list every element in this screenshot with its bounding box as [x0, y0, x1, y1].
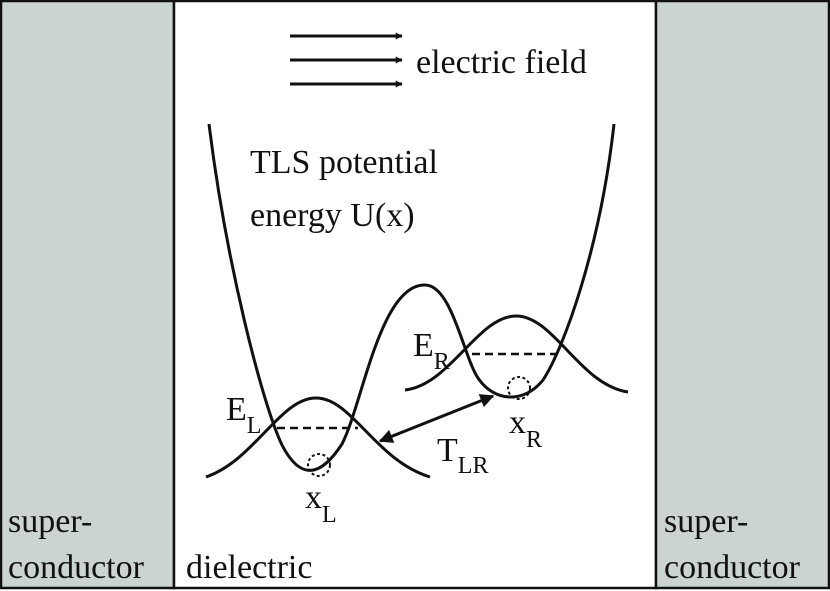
tunneling-label: TLR — [437, 432, 488, 479]
right-position-label: xR — [509, 404, 542, 453]
left-position-label: xL — [305, 479, 337, 528]
potential-title-line2: energy U(x) — [250, 197, 415, 234]
double-well-potential-curve — [207, 123, 616, 472]
left-wavefunction-curve — [205, 396, 431, 479]
right-superconductor-label-line2: conductor — [664, 549, 801, 586]
right-energy-label: ER — [413, 327, 450, 375]
tunneling-arrow — [378, 394, 495, 443]
right-wavefunction-curve — [404, 314, 629, 394]
potential-title-line1: TLS potential — [250, 144, 438, 181]
superconductor-left-panel — [0, 0, 176, 590]
right-particle-circle — [507, 376, 531, 400]
dielectric-label: dielectric — [186, 549, 312, 586]
dielectric-panel — [172, 0, 658, 590]
left-energy-label: EL — [226, 391, 261, 439]
electric-field-arrows — [290, 32, 403, 88]
left-superconductor-label-line1: super- — [8, 503, 92, 540]
left-superconductor-label-line2: conductor — [8, 549, 145, 586]
superconductor-right-panel — [654, 0, 830, 590]
left-particle-circle — [307, 453, 331, 477]
right-superconductor-label-line1: super- — [664, 503, 748, 540]
electric-field-label: electric field — [416, 44, 587, 81]
